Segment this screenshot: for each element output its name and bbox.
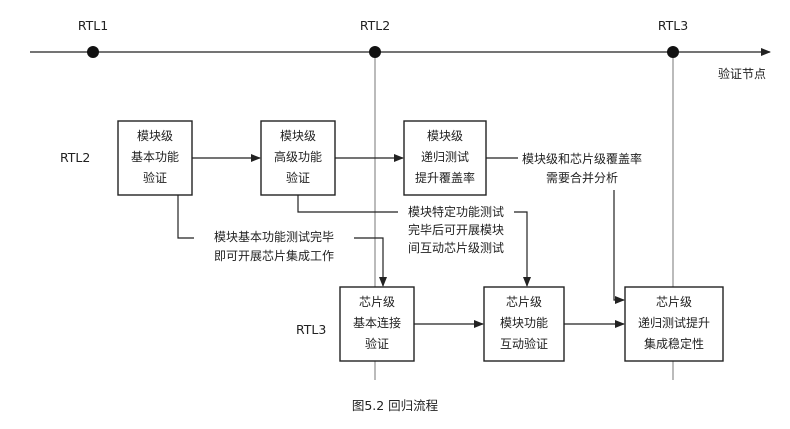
box-module-basic-line1: 模块级 — [137, 129, 173, 143]
box-chip-regression — [624, 286, 724, 362]
box-module-regression-line1: 模块级 — [427, 129, 463, 143]
box-chip-regression-line3: 集成稳定性 — [644, 336, 704, 351]
note-basic-line1: 模块基本功能测试完毕 — [214, 229, 334, 244]
box-chip-regression-line2: 递归测试提升 — [638, 315, 710, 330]
box-chip-basic — [339, 286, 415, 362]
box-chip-basic-line2: 基本连接 — [353, 315, 401, 330]
box-module-basic-line2: 基本功能 — [131, 150, 179, 164]
arrow-merge-note-b6 — [613, 190, 625, 304]
box-chip-regression-line1: 芯片级 — [656, 295, 692, 309]
box-module-advanced-line2: 高级功能 — [274, 149, 322, 164]
box-module-advanced — [260, 120, 336, 196]
box-chip-interaction-line2: 模块功能 — [500, 316, 548, 330]
box-module-regression-line3: 提升覆盖率 — [415, 170, 475, 185]
box-chip-interaction-line3: 互动验证 — [500, 336, 548, 351]
box-chip-basic-line3: 验证 — [365, 336, 389, 351]
box-module-basic-line3: 验证 — [143, 170, 167, 185]
note-specific-line2: 完毕后可开展模块 — [408, 222, 504, 237]
row-label-rtl3: RTL3 — [296, 322, 326, 337]
box-chip-basic-line1: 芯片级 — [359, 295, 395, 309]
note-merge-line1: 模块级和芯片级覆盖率 — [522, 151, 642, 166]
milestone-label-rtl2: RTL2 — [360, 18, 390, 33]
note-specific-line1: 模块特定功能测试 — [408, 204, 504, 219]
rtl1-dot — [87, 46, 99, 58]
note-merge-line2: 需要合并分析 — [546, 170, 618, 185]
box-module-regression-line2: 递归测试 — [421, 149, 469, 164]
box-module-advanced-line3: 验证 — [286, 170, 310, 185]
note-specific-line3: 间互动芯片级测试 — [408, 240, 504, 255]
timeline-end-label: 验证节点 — [718, 66, 766, 81]
box-module-regression — [403, 120, 487, 196]
box-module-advanced-line1: 模块级 — [280, 129, 316, 143]
row-label-rtl2: RTL2 — [60, 150, 90, 165]
rtl2-dot — [369, 46, 381, 58]
box-chip-interaction-line1: 芯片级 — [506, 295, 542, 309]
milestone-label-rtl1: RTL1 — [78, 18, 108, 33]
milestone-label-rtl3: RTL3 — [658, 18, 688, 33]
note-basic-bg — [194, 224, 354, 266]
note-basic-line2: 即可开展芯片集成工作 — [214, 248, 334, 263]
figure-caption: 图5.2 回归流程 — [352, 398, 439, 413]
note-specific-bg — [398, 202, 514, 258]
box-chip-interaction — [483, 286, 565, 362]
box-module-basic — [117, 120, 193, 196]
rtl3-dot — [667, 46, 679, 58]
